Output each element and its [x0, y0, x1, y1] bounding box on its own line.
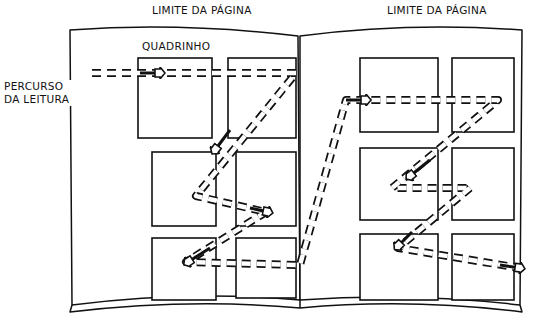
reading-path [92, 73, 520, 268]
panel-label: QUADRINHO [140, 40, 212, 53]
page-limit-label: LIMITE DA PÁGINA [150, 4, 254, 17]
book-outline [70, 27, 522, 312]
panels [138, 58, 514, 300]
page-limit-label: LIMITE DA PÁGINA [385, 4, 489, 17]
reading-path-label: PERCURSO DA LEITURA [2, 80, 82, 106]
